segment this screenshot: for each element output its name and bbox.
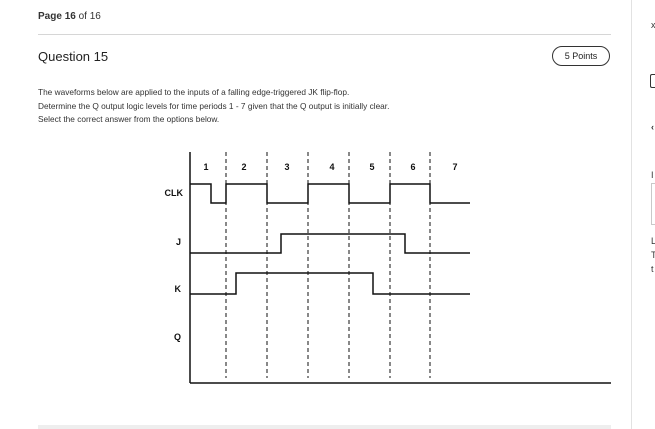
page-total: 16 (89, 11, 101, 22)
header-divider (38, 34, 611, 35)
period-label: 4 (329, 162, 334, 172)
right-pane-border (631, 0, 632, 429)
right-pane-box[interactable] (651, 183, 655, 225)
page-current: 16 (64, 11, 76, 22)
question-line-2: Determine the Q output logic levels for … (38, 100, 390, 111)
period-label: 1 (203, 162, 208, 172)
points-badge: 5 Points (552, 46, 610, 66)
k-waveform (190, 272, 470, 295)
chevron-icon[interactable]: ‹ (651, 122, 654, 132)
signal-label-j: J (176, 237, 181, 247)
right-pane-fragment: x (651, 20, 655, 30)
question-line-3: Select the correct answer from the optio… (38, 114, 220, 124)
clk-waveform (190, 183, 470, 204)
page-separator: of (78, 11, 87, 22)
question-line-1: The waveforms below are applied to the i… (38, 87, 350, 97)
bookmark-icon[interactable] (650, 74, 655, 88)
page-prefix: Page (38, 11, 62, 22)
right-pane-fragment: I (651, 170, 654, 180)
period-label: 2 (241, 162, 246, 172)
right-pane-fragment: T (651, 250, 655, 260)
period-label: 5 (369, 162, 374, 172)
period-label: 3 (284, 162, 289, 172)
j-waveform (190, 233, 470, 254)
period-label: 7 (452, 162, 457, 172)
question-title: Question 15 (38, 49, 109, 64)
options-area-top (38, 425, 611, 429)
signal-label-clk: CLK (165, 188, 184, 198)
page-indicator: Page 16 of 16 (38, 11, 101, 22)
period-separators (225, 152, 431, 378)
period-label: 6 (410, 162, 415, 172)
question-text: The waveforms below are applied to the i… (38, 86, 389, 127)
right-pane-fragment: L (651, 236, 655, 246)
right-pane-fragment: t (651, 264, 654, 274)
signal-label-q: Q (174, 332, 181, 342)
waveform-diagram: 1 2 3 4 5 6 7 CLK J K Q (165, 152, 611, 384)
signal-label-k: K (175, 284, 182, 294)
